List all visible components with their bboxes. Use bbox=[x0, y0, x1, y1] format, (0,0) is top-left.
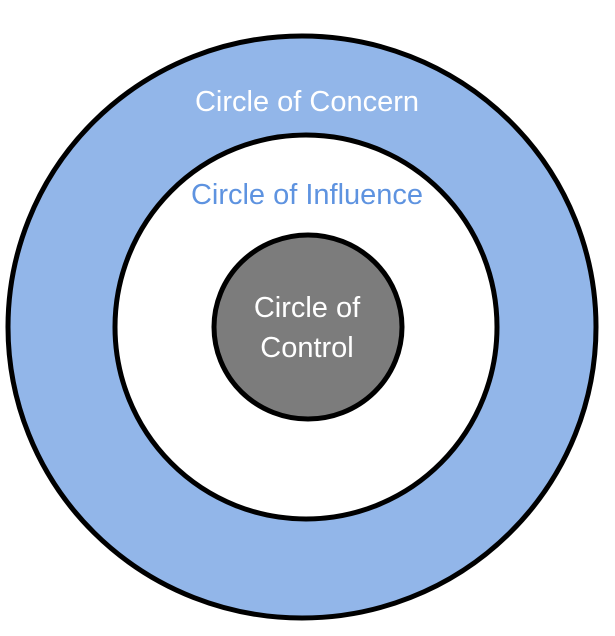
circle-of-control-circle bbox=[211, 232, 405, 422]
circle-of-control-label-line1: Circle of bbox=[254, 292, 361, 324]
circle-of-influence-label: Circle of Influence bbox=[191, 179, 423, 211]
circle-of-concern-label: Circle of Concern bbox=[195, 86, 419, 118]
circle-of-control-label-line2: Control bbox=[260, 332, 354, 364]
